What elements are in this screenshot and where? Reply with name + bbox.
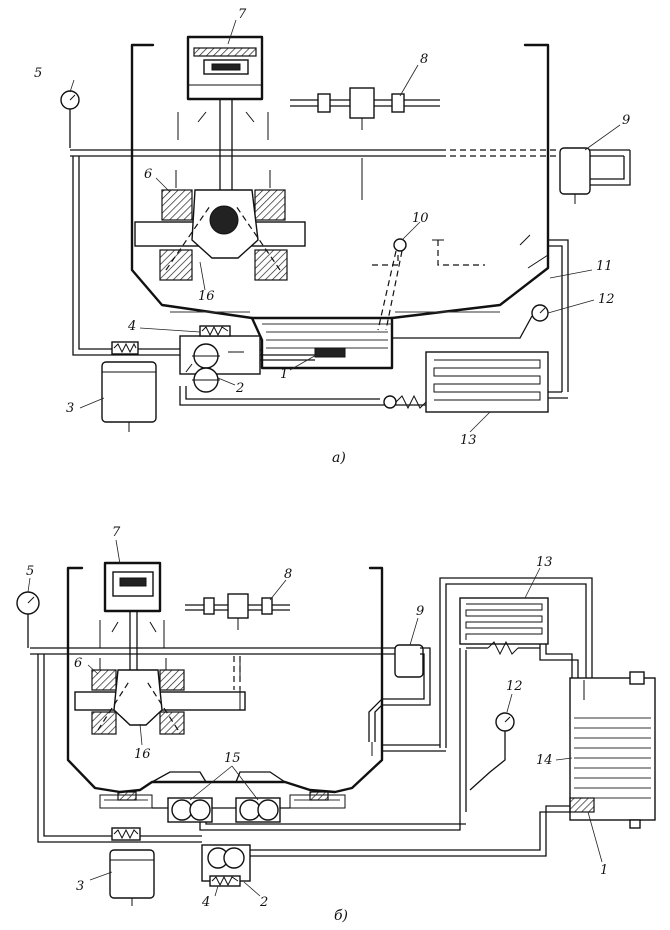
label-10-a: 10 [412, 211, 429, 226]
sump-pockets-b [99, 771, 346, 809]
fine-filter-9-a [519, 147, 631, 392]
label-8-a: 8 [420, 52, 428, 67]
relief-valve-4-a [199, 325, 231, 337]
scavenge-pumps-15-b [152, 797, 466, 831]
cooler-return-line-a [179, 386, 427, 410]
label-9-a: 9 [622, 113, 630, 128]
temperature-gauge-12-a [392, 304, 549, 339]
label-6-a: 6 [144, 167, 152, 182]
main-oil-gallery-b [30, 647, 420, 655]
labels-b: 5 7 8 9 6 16 15 13 12 14 1 3 4 2 [26, 525, 608, 910]
label-4-b: 4 [201, 895, 210, 910]
fine-filter-9-b [368, 644, 431, 756]
oil-sump-a [250, 316, 394, 370]
tank-oil-level-b [574, 717, 651, 799]
oil-cooler-13-b [382, 577, 593, 752]
pressure-gauge-5-a [60, 90, 80, 148]
label-16-a: 16 [198, 289, 215, 304]
label-14-b: 14 [536, 753, 553, 768]
supply-pipe-left-a [72, 156, 95, 356]
cooler-bypass-b [459, 640, 540, 818]
camshaft-8-b [185, 593, 290, 690]
label-12-a: 12 [598, 292, 615, 307]
label-6-b: 6 [74, 656, 82, 671]
label-1-a: 1 [280, 367, 288, 382]
leader-lines-a [69, 19, 621, 433]
label-7-b: 7 [112, 525, 121, 540]
pressure-gauge-5-b [16, 591, 40, 648]
label-2-b: 2 [259, 895, 268, 910]
coarse-filter-3-b [100, 827, 202, 906]
label-3-b: 3 [76, 879, 84, 894]
drain-line-10-a [372, 238, 485, 331]
crankcase-outline-a [130, 43, 550, 320]
piston-assembly-7-b [99, 561, 165, 680]
label-5-a: 5 [34, 66, 42, 81]
label-15-b: 15 [224, 751, 241, 766]
temperature-gauge-12-b [469, 712, 515, 791]
caption-b: б) [334, 908, 348, 924]
oil-cooler-13-a [425, 351, 568, 413]
oil-tank-14-b [569, 671, 656, 829]
oil-pump-2-a [179, 335, 262, 393]
label-1-b: 1 [600, 863, 608, 878]
supply-pipe-left-b [37, 654, 100, 843]
crank-bearings-6-a [134, 170, 306, 281]
coarse-filter-3-a [95, 341, 180, 432]
label-13-a: 13 [460, 433, 477, 448]
crank-bearings-6-b [74, 658, 246, 735]
label-8-b: 8 [284, 567, 292, 582]
label-11-a: 11 [596, 259, 613, 274]
oil-intake-1-a [260, 347, 346, 361]
camshaft-8-a [290, 87, 440, 200]
label-16-b: 16 [134, 747, 151, 762]
labels-a: 5 7 8 9 6 10 11 12 16 4 2 1 3 13 [34, 7, 630, 448]
crankcase-outline-b [66, 566, 384, 794]
label-9-b: 9 [416, 604, 424, 619]
label-2-a: 2 [235, 381, 244, 396]
diagram-a: 5 7 8 9 6 10 11 12 16 4 2 1 3 13 а) [34, 7, 631, 466]
label-5-b: 5 [26, 564, 34, 579]
piston-assembly-7-a [177, 35, 269, 190]
label-12-b: 12 [506, 679, 523, 694]
diagram-b: 5 7 8 9 6 16 15 13 12 14 1 3 4 2 б) [16, 525, 656, 924]
label-3-a: 3 [66, 401, 74, 416]
caption-a: а) [332, 450, 346, 466]
leader-lines-b [27, 539, 603, 897]
oil-pump-2-b [201, 805, 570, 882]
label-13-b: 13 [536, 555, 553, 570]
relief-valve-4-b [209, 875, 241, 887]
label-4-a: 4 [127, 319, 136, 334]
label-7-a: 7 [238, 7, 247, 22]
main-oil-gallery-a [70, 149, 630, 157]
